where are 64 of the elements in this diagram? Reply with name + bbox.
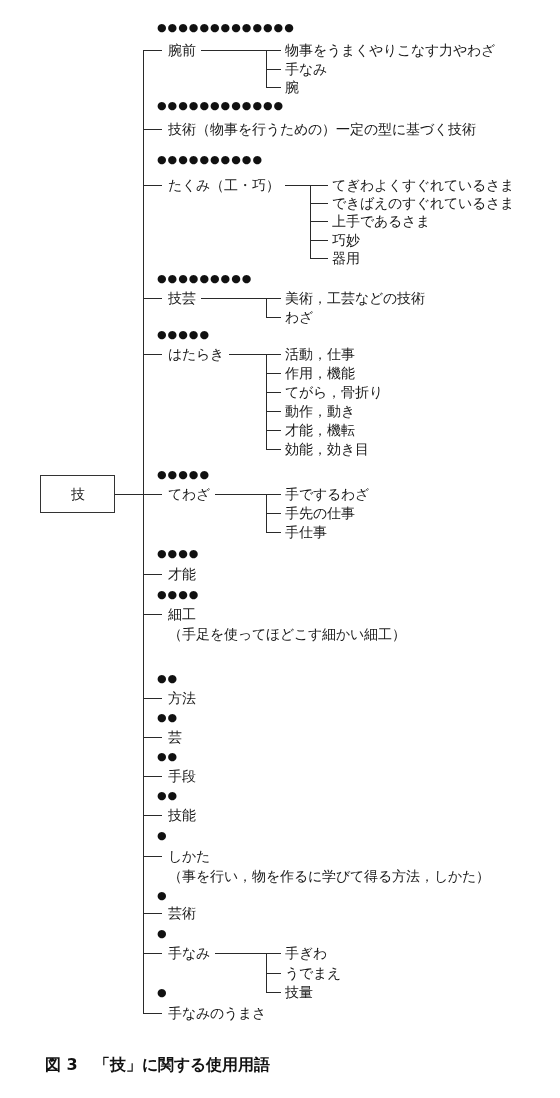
term-text: 手先の仕事 (281, 504, 359, 522)
term-text: てわざ (162, 485, 215, 503)
rating-dots: ●●●●● (157, 329, 210, 341)
rating-dots: ● (157, 987, 168, 999)
term-text: 巧妙 (328, 231, 364, 249)
rating-dots: ●●●●●●●●●●●● (157, 100, 285, 112)
term-text: 芸術 (162, 904, 201, 922)
term-text: 器用 (328, 249, 364, 267)
term-text: うでまえ (281, 964, 345, 982)
term-text: はたらき (162, 345, 229, 363)
term-text: 技能 (162, 806, 201, 824)
term-text: てがら，骨折り (281, 383, 387, 401)
rating-dots: ●●●●● (157, 469, 210, 481)
term-text: 物事をうまくやりこなす力やわざ (281, 41, 499, 59)
rating-dots: ● (157, 830, 168, 842)
term-text: 手ぎわ (281, 944, 331, 962)
connector-line (214, 494, 282, 533)
connector-line (284, 185, 329, 259)
rating-dots: ●● (157, 790, 179, 802)
term-text: 活動，仕事 (281, 345, 359, 363)
term-text: 動作，動き (281, 402, 359, 420)
term-text: 腕 (281, 78, 303, 96)
rating-dots: ●●●●●●●●● (157, 273, 253, 285)
term-text: 才能，機転 (281, 421, 359, 439)
term-text: てぎわよくすぐれているさま (328, 176, 518, 194)
term-text: 手仕事 (281, 523, 331, 541)
definition-text: （事を行い，物を作るに学びて得る方法，しかた） (167, 867, 491, 885)
term-text: 芸 (162, 728, 187, 746)
rating-dots: ●●●● (157, 548, 200, 560)
connector-line (214, 953, 282, 993)
term-text: 手なみ (281, 60, 331, 78)
term-text: たくみ（工・巧） (162, 176, 285, 194)
rating-dots: ●● (157, 673, 179, 685)
rating-dots: ● (157, 928, 168, 940)
rating-dots: ●●●●●●●●●●●●● (157, 22, 295, 34)
term-text: 方法 (162, 689, 201, 707)
term-text: 才能 (162, 565, 201, 583)
term-text: 上手であるさま (328, 212, 434, 230)
term-text: しかた (167, 847, 211, 865)
term-text: 手段 (162, 767, 201, 785)
term-text: 作用，機能 (281, 364, 359, 382)
connector-line (228, 354, 282, 450)
rating-dots: ●● (157, 712, 179, 724)
term-text: 細工 (167, 605, 197, 623)
connector-line (200, 50, 282, 88)
rating-dots: ●● (157, 751, 179, 763)
term-text: 手なみのうまさ (162, 1004, 271, 1022)
term-text: 手なみ (162, 944, 215, 962)
definition-text: （手足を使ってほどこす細かい細工） (167, 625, 407, 643)
term-text: 技芸 (162, 289, 201, 307)
term-text: できばえのすぐれているさま (328, 194, 518, 212)
rating-dots: ● (157, 890, 168, 902)
term-text: 効能，効き目 (281, 440, 373, 458)
term-text: 技量 (281, 983, 317, 1001)
term-text: 腕前 (162, 41, 201, 59)
figure-caption: 図 3 「技」に関する使用用語 (45, 1054, 270, 1076)
rating-dots: ●●●● (157, 589, 200, 601)
rating-dots: ●●●●●●●●●● (157, 154, 263, 166)
term-text: 技術（物事を行うための）一定の型に基づく技術 (162, 120, 481, 138)
term-text: 美術，工芸などの技術 (281, 289, 429, 307)
term-text: わざ (281, 308, 317, 326)
term-text: 手でするわざ (281, 485, 373, 503)
connector-line (200, 298, 282, 318)
root-term-box: 技 (40, 475, 115, 513)
